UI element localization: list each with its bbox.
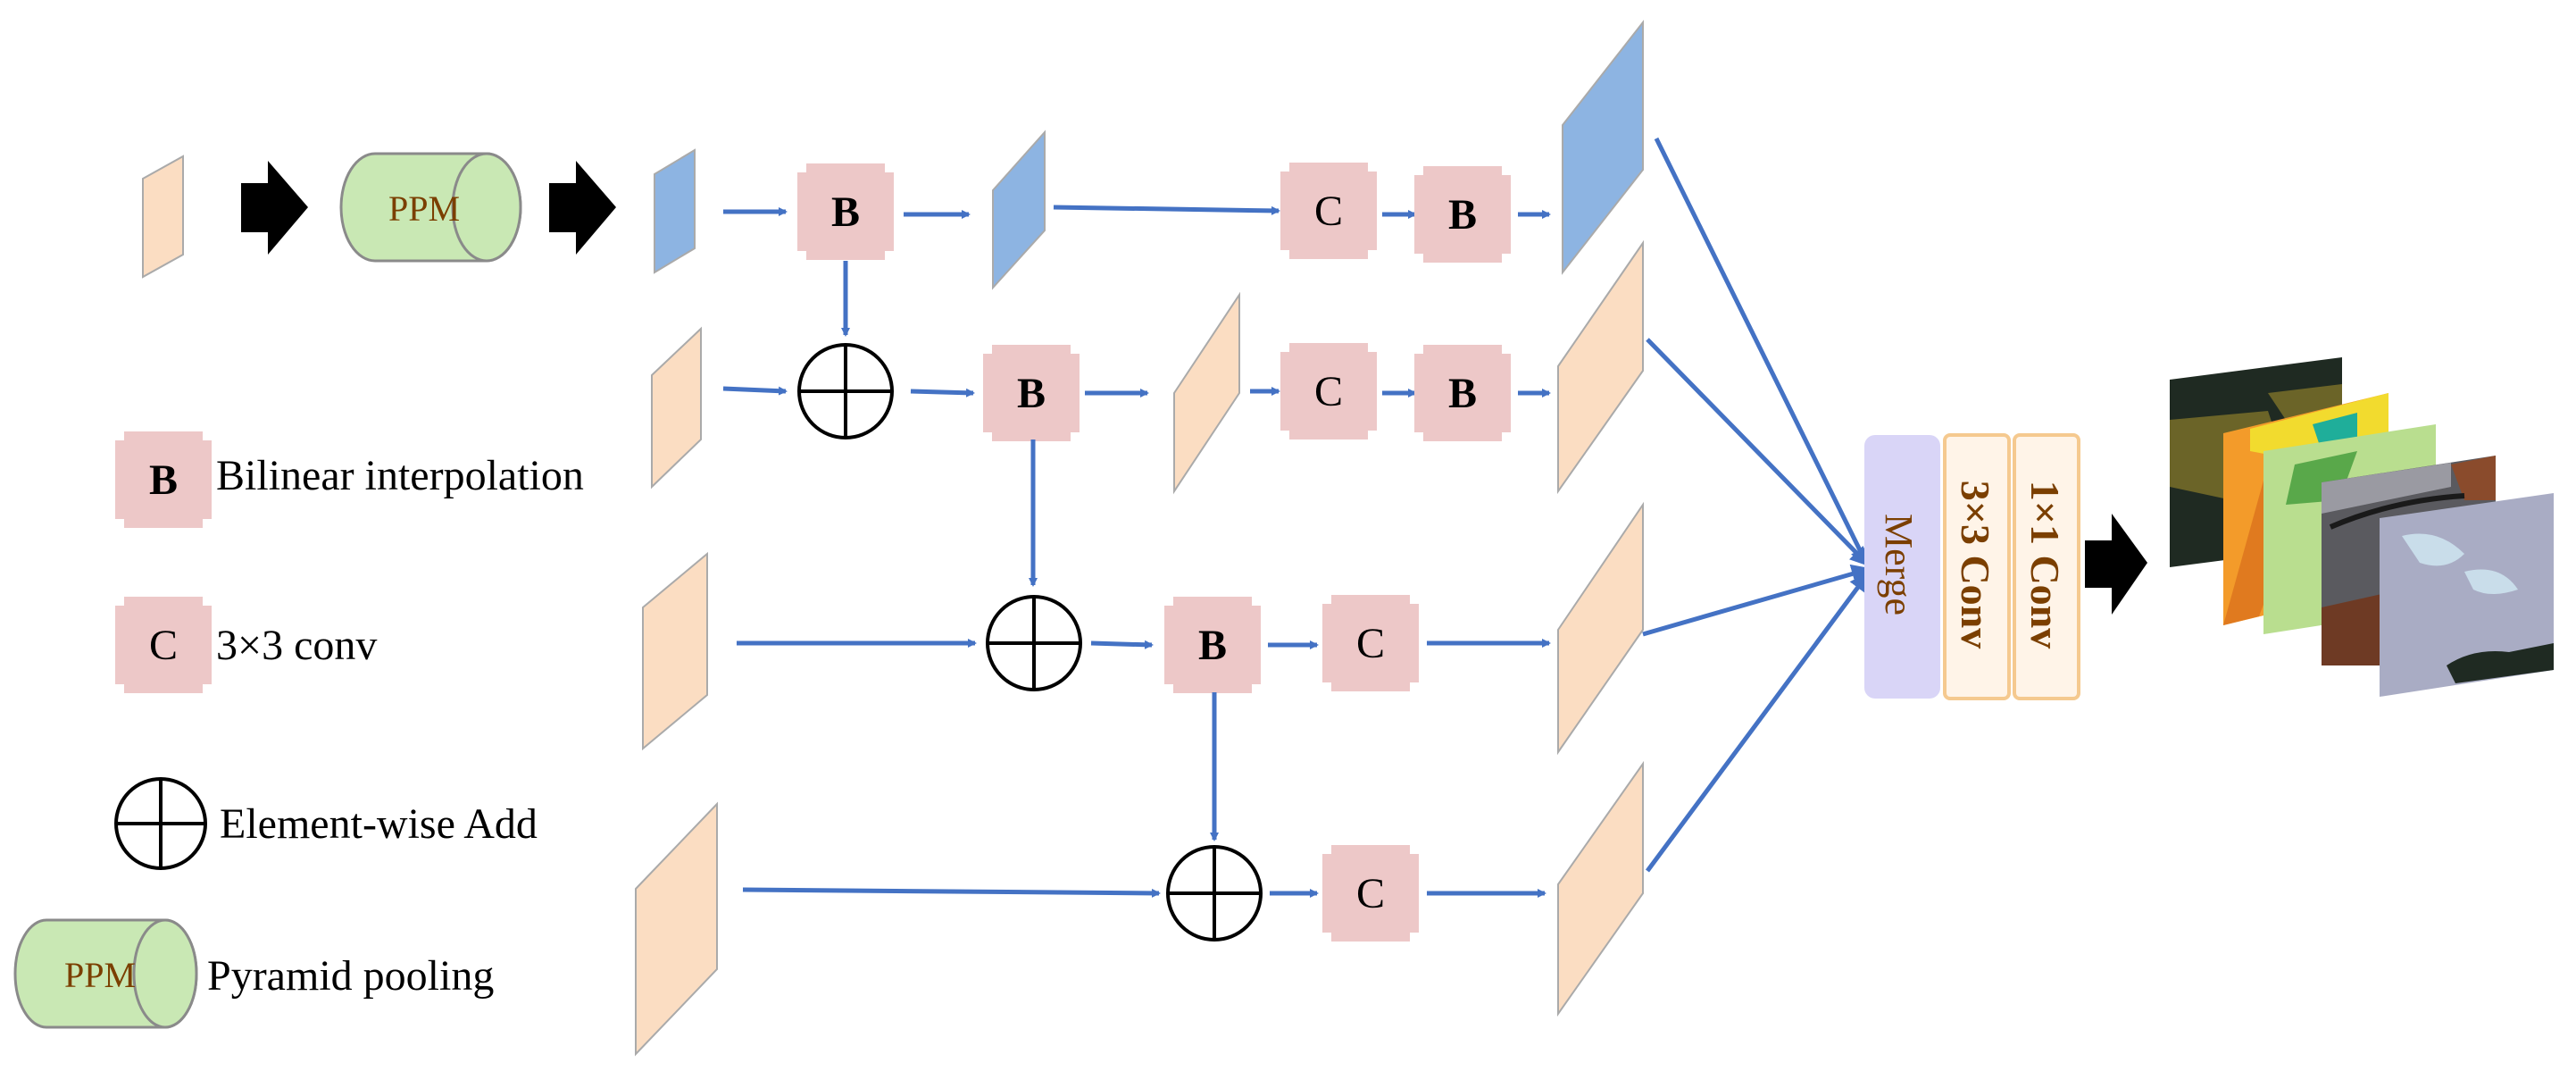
conv-node: C (1322, 845, 1419, 942)
add-node (1166, 845, 1263, 942)
black-arrow-icon (2085, 514, 2147, 615)
conv-node: C (1280, 163, 1377, 259)
legend-conv-icon: C (115, 597, 212, 693)
svg-text:B: B (1198, 622, 1227, 669)
add-node (986, 595, 1082, 691)
conv1x1-label: 1×1 Conv (2022, 481, 2068, 649)
black-arrow-icon (241, 161, 308, 255)
arrow (1654, 137, 1869, 568)
conv3x3-label: 3×3 Conv (1953, 481, 1998, 649)
ppm-module: PPM (339, 152, 522, 263)
legend-ppm-label: Pyramid pooling (207, 952, 494, 1000)
output-feature-map-2 (1557, 239, 1644, 495)
legend: B Bilinear interpolation C 3×3 conv Elem… (13, 431, 584, 1029)
arrow (910, 388, 975, 398)
arrow (742, 887, 1161, 898)
feature-map-upsampled-2 (1173, 291, 1240, 495)
add-node (797, 343, 894, 439)
svg-text:C: C (1314, 188, 1343, 235)
segmentation-output-stack (2170, 357, 2554, 697)
svg-text:B: B (831, 188, 860, 236)
legend-add-icon (114, 777, 207, 870)
feature-map-upsampled (992, 130, 1046, 290)
svg-text:B: B (1448, 370, 1477, 417)
bilinear-node: B (797, 163, 894, 260)
bilinear-node: B (1414, 345, 1511, 441)
legend-ppm-symbol: PPM (64, 955, 136, 995)
output-feature-map-1 (1562, 20, 1644, 275)
legend-add-label: Element-wise Add (220, 800, 538, 848)
output-feature-map-4 (1557, 760, 1644, 1017)
feature-map-c4 (651, 326, 702, 490)
legend-ppm-icon: PPM (13, 918, 198, 1029)
legend-bilinear-symbol: B (149, 456, 178, 504)
ppm-label: PPM (388, 188, 460, 229)
arrow (1053, 205, 1280, 215)
svg-text:C: C (1314, 368, 1343, 415)
bilinear-node: B (1414, 166, 1511, 263)
conv-node: C (1322, 595, 1419, 691)
svg-text:C: C (1356, 620, 1385, 667)
feature-map-c3 (642, 551, 708, 751)
input-feature-map (142, 155, 184, 279)
svg-text:B: B (1017, 370, 1046, 417)
black-arrow-icon (549, 161, 616, 255)
arrow (1645, 572, 1870, 873)
merge-label: Merge (1877, 514, 1921, 615)
conv1x1-block: 1×1 Conv (2013, 433, 2080, 700)
legend-bilinear-icon: B (115, 431, 212, 528)
merge-block: Merge (1864, 435, 1940, 699)
svg-text:C: C (1356, 870, 1385, 917)
arrow (722, 386, 788, 396)
svg-text:B: B (1448, 191, 1477, 239)
legend-bilinear-label: Bilinear interpolation (216, 452, 584, 499)
arrow (1090, 640, 1154, 649)
output-feature-map-3 (1557, 501, 1644, 756)
feature-map-p5 (654, 148, 696, 274)
bilinear-node: B (983, 345, 1080, 441)
arrow (1642, 564, 1872, 637)
feature-map-c2 (635, 801, 718, 1057)
legend-conv-label: 3×3 conv (216, 622, 377, 669)
arrow (1646, 338, 1871, 567)
legend-conv-symbol: C (149, 622, 178, 669)
bilinear-node: B (1164, 597, 1261, 693)
conv-node: C (1280, 343, 1377, 439)
conv3x3-block: 3×3 Conv (1943, 433, 2011, 700)
segmentation-map-5 (2380, 493, 2554, 697)
